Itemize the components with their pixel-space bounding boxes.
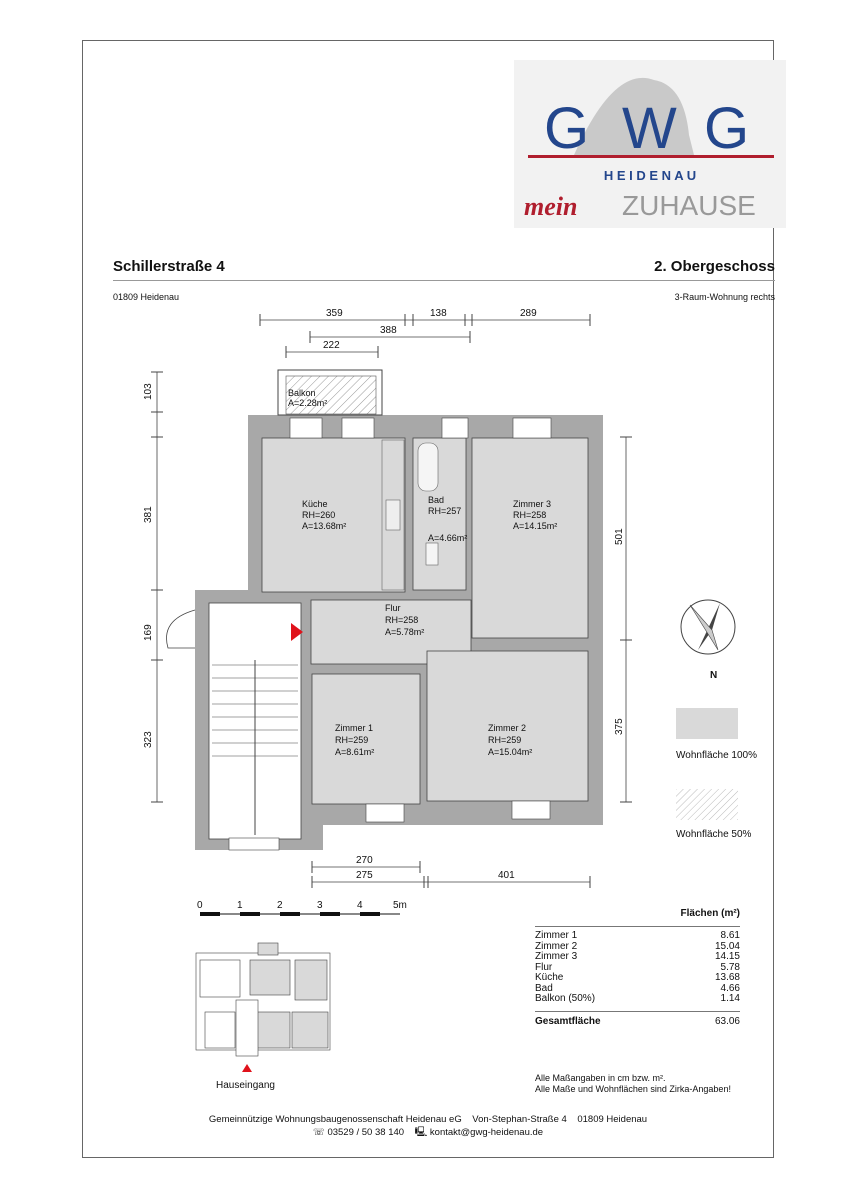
zimmer1-rh: RH=259 xyxy=(335,735,368,745)
balkon-name: Balkon xyxy=(288,388,316,398)
legend-full-label: Wohnfläche 100% xyxy=(676,750,757,761)
zimmer2-rh: RH=259 xyxy=(488,735,521,745)
scale-label-2: 2 xyxy=(277,900,283,911)
unit-label: 3-Raum-Wohnung rechts xyxy=(674,292,775,302)
note-line-1: Alle Maßangaben in cm bzw. m². xyxy=(535,1073,666,1083)
dim-left-c: 169 xyxy=(143,624,154,641)
page-frame xyxy=(82,40,774,1158)
dim-left-b: 381 xyxy=(143,506,154,523)
kueche-rh: RH=260 xyxy=(302,510,335,520)
floor-title: 2. Obergeschoss xyxy=(654,258,775,275)
logo-letter-g1: G xyxy=(544,96,589,161)
dim-top-a: 359 xyxy=(326,308,343,319)
logo-heidenau: H E I D E N A U xyxy=(604,168,696,183)
flur-rh: RH=258 xyxy=(385,615,418,625)
zimmer3-rh: RH=258 xyxy=(513,510,546,520)
dim-top-d: 388 xyxy=(380,325,397,336)
dim-bottom-b: 275 xyxy=(356,870,373,881)
footer-line-2: ☏ 03529 / 50 38 140 🖳 kontakt@gwg-heiden… xyxy=(312,1127,544,1138)
dim-bottom-c: 401 xyxy=(498,870,515,881)
scale-label-1: 1 xyxy=(237,900,243,911)
zimmer3-area: A=14.15m² xyxy=(513,521,557,531)
footer: Gemeinnützige Wohnungsbaugenossenschaft … xyxy=(82,1113,774,1139)
dim-top-c: 289 xyxy=(520,308,537,319)
gwg-logo: G W G H E I D E N A U mein ZUHAUSE xyxy=(514,60,786,228)
kueche-area: A=13.68m² xyxy=(302,521,346,531)
logo-zuhause: ZUHAUSE xyxy=(622,190,756,221)
logo-letter-g2: G xyxy=(704,96,749,161)
footer-line-1: Gemeinnützige Wohnungsbaugenossenschaft … xyxy=(208,1114,648,1125)
dim-left-a: 103 xyxy=(143,383,154,400)
zimmer1-name: Zimmer 1 xyxy=(335,723,373,733)
table-row: Balkon (50%)1.14 xyxy=(535,993,740,1004)
kueche-name: Küche xyxy=(302,499,328,509)
hauseingang-label: Hauseingang xyxy=(216,1080,275,1091)
dim-bottom-a: 270 xyxy=(356,855,373,866)
header-divider xyxy=(113,280,775,281)
legend-half-label: Wohnfläche 50% xyxy=(676,829,752,840)
notes: Alle Maßangaben in cm bzw. m². Alle Maße… xyxy=(535,1073,731,1095)
zimmer3-name: Zimmer 3 xyxy=(513,499,551,509)
zimmer1-area: A=8.61m² xyxy=(335,747,374,757)
balkon-area: A=2.28m² xyxy=(288,398,327,408)
dim-left-d: 323 xyxy=(143,731,154,748)
compass-north-label: N xyxy=(710,670,717,681)
dim-top-b: 138 xyxy=(430,308,447,319)
dim-right-b: 375 xyxy=(614,718,625,735)
legend-half-swatch xyxy=(676,789,738,820)
flur-area: A=5.78m² xyxy=(385,627,424,637)
scale-label-5: 5m xyxy=(393,900,407,911)
city-label: 01809 Heidenau xyxy=(113,292,180,302)
legend-full-swatch xyxy=(676,708,738,739)
dim-right-a: 501 xyxy=(614,528,625,545)
bad-rh: RH=257 xyxy=(428,506,461,516)
zimmer2-area: A=15.04m² xyxy=(488,747,532,757)
zimmer2-name: Zimmer 2 xyxy=(488,723,526,733)
note-line-2: Alle Maße und Wohnflächen sind Zirka-Ang… xyxy=(535,1084,731,1094)
compass-icon: N xyxy=(680,599,736,681)
scale-label-4: 4 xyxy=(357,900,363,911)
bad-name: Bad xyxy=(428,495,444,505)
logo-letter-w: W xyxy=(622,96,677,161)
area-table-title: Flächen (m²) xyxy=(680,908,740,919)
bad-area: A=4.66m² xyxy=(428,533,467,543)
flur-name: Flur xyxy=(385,603,401,613)
minimap xyxy=(195,942,331,1057)
dim-top-e: 222 xyxy=(323,340,340,351)
address-title: Schillerstraße 4 xyxy=(113,258,225,275)
scale-label-3: 3 xyxy=(317,900,323,911)
scale-label-0: 0 xyxy=(197,900,203,911)
logo-mein: mein xyxy=(524,192,577,221)
